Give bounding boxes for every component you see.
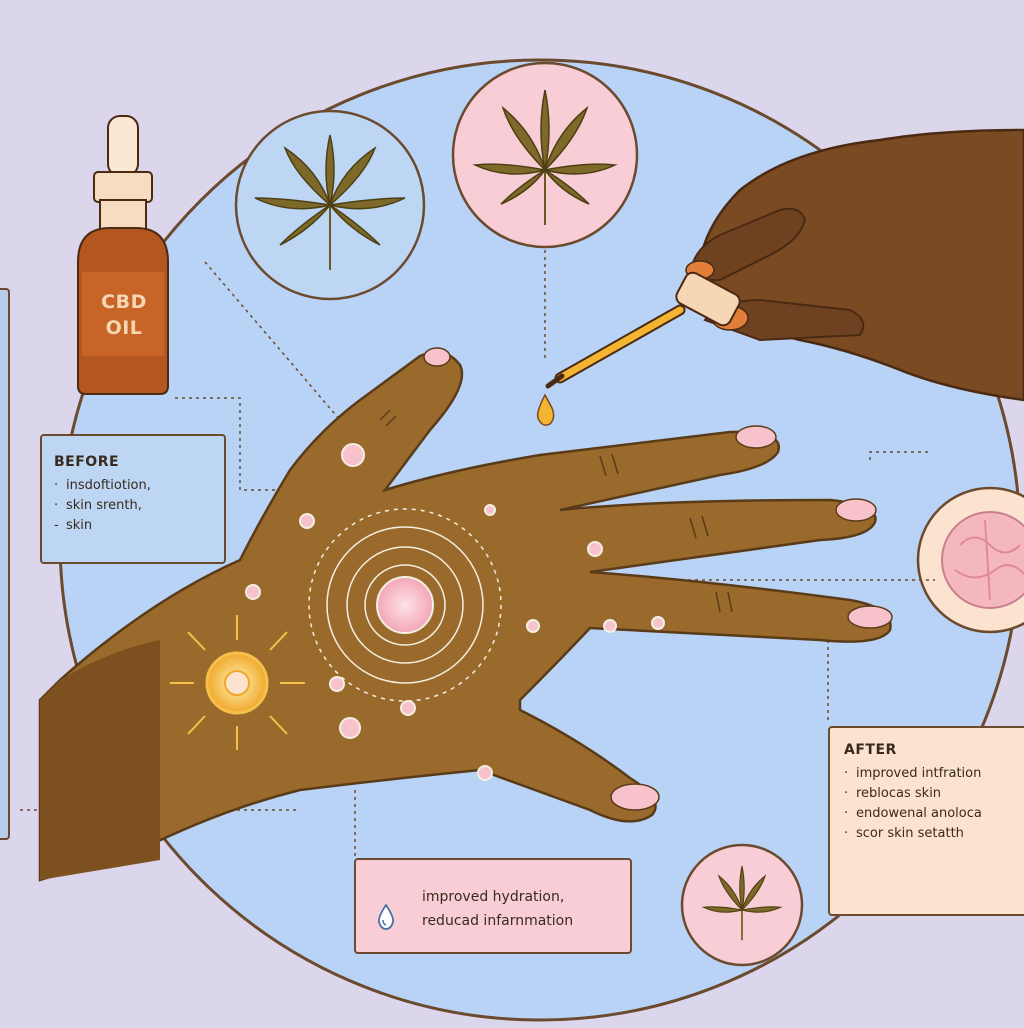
cannabis-leaf-icon bbox=[472, 89, 618, 225]
cannabis-leaf-icon bbox=[254, 134, 406, 270]
dropper-hand bbox=[545, 128, 1024, 402]
pink-spot-center bbox=[376, 576, 434, 634]
before-item: ·insdoftiotion, bbox=[54, 478, 151, 493]
after-item: ·reblocas skin bbox=[844, 786, 942, 802]
benefits-box: improved hydration, reducad infarnmation bbox=[354, 858, 632, 954]
bottle-label-line1: CBD bbox=[101, 291, 147, 313]
after-title: AFTER bbox=[844, 742, 897, 758]
after-box: AFTER ·improved intfration ·reblocas ski… bbox=[828, 726, 1024, 916]
absorption-rings bbox=[308, 508, 502, 702]
before-box: BEFORE ·insdoftiotion, ·skin srenth, -sk… bbox=[40, 434, 226, 564]
before-item: ·skin srenth, bbox=[54, 498, 142, 514]
skin-hand bbox=[38, 347, 893, 882]
after-item: ·scor skin setatth bbox=[844, 826, 964, 842]
oil-drop-icon bbox=[536, 393, 555, 426]
water-drop-icon bbox=[377, 904, 395, 930]
bottle-label-line2: OIL bbox=[105, 316, 143, 339]
skin-dots bbox=[245, 443, 665, 781]
after-item: ·improved intfration bbox=[844, 766, 982, 781]
skin-cells-circle bbox=[916, 486, 1024, 634]
sun-spot bbox=[170, 615, 305, 750]
side-panel bbox=[0, 288, 10, 840]
dropper-bottle-icon bbox=[77, 115, 169, 395]
benefit-item: improved hydration, bbox=[422, 889, 565, 905]
bottle-label: CBD OIL bbox=[86, 290, 162, 341]
before-item: -skin bbox=[54, 518, 93, 534]
before-title: BEFORE bbox=[54, 454, 120, 470]
after-item: ·endowenal anoloca bbox=[844, 806, 982, 822]
benefit-item: reducad infarnmation bbox=[422, 912, 574, 929]
cannabis-leaf-icon bbox=[701, 865, 783, 941]
